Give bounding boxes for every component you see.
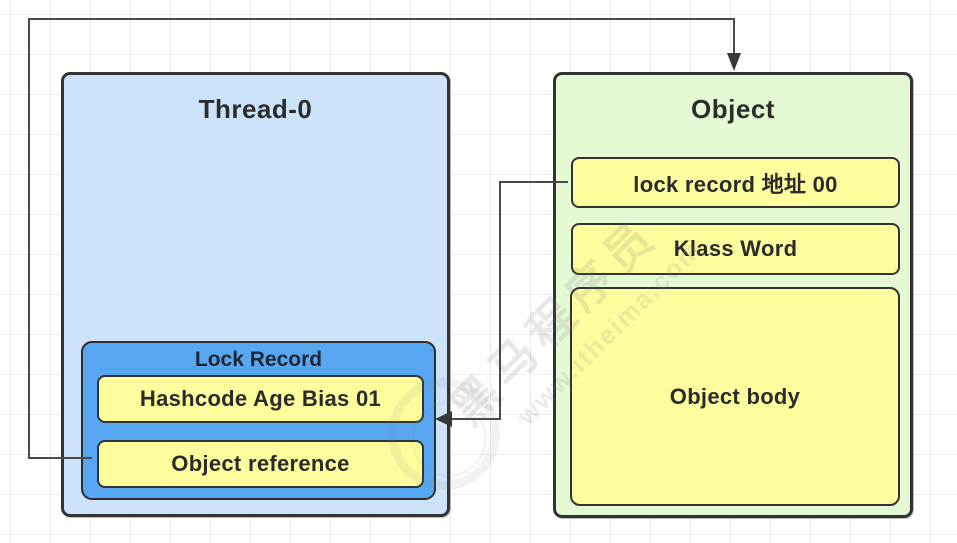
klass-word-row: Klass Word xyxy=(571,223,900,275)
lock-record-address-connector-line xyxy=(448,181,568,420)
object-body-row: Object body xyxy=(570,287,900,506)
object-reference-row: Object reference xyxy=(97,440,424,488)
thread-box: Thread-0 Lock Record Hashcode Age Bias 0… xyxy=(61,72,450,517)
lock-record-box: Lock Record Hashcode Age Bias 01 Object … xyxy=(81,341,436,500)
hashcode-age-bias-row: Hashcode Age Bias 01 xyxy=(97,375,424,423)
object-box: Object lock record 地址 00 Klass Word Obje… xyxy=(553,72,913,518)
lock-record-address-row: lock record 地址 00 xyxy=(571,157,900,208)
arrowhead-down-icon xyxy=(727,53,741,71)
lock-record-title: Lock Record xyxy=(194,348,323,371)
thread-title: Thread-0 xyxy=(198,94,313,124)
object-title: Object xyxy=(691,94,775,124)
